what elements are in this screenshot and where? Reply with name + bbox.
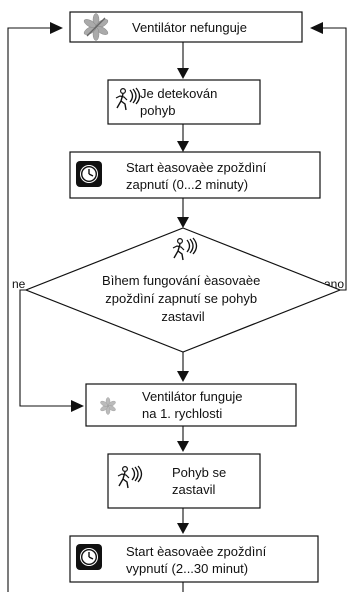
edge-label-no: ne [12, 277, 26, 291]
node-fan-speed1: Ventilátor funguje na 1. rychlosti [85, 383, 297, 427]
line-2: zastavil [172, 482, 215, 497]
node-start-off-delay-text: Start èasovaèe zpoždìní vypnutí (2...30 … [126, 544, 270, 576]
motion-sensor-icon [115, 87, 141, 111]
line-1: Bìhem fungování èasovaèe [102, 273, 260, 288]
line-2: pohyb [140, 103, 175, 118]
node-fan-speed1-text: Ventilátor funguje na 1. rychlosti [142, 389, 246, 421]
timer-icon [76, 161, 102, 187]
edge-no-to-speed1 [19, 289, 76, 407]
arrowhead [177, 441, 189, 452]
motion-sensor-icon [172, 237, 198, 261]
node-decision-text: Bìhem fungování èasovaèe zpoždìní zapnut… [102, 273, 264, 324]
node-start-on-delay: Start èasovaèe zpoždìní zapnutí (0...2 m… [69, 151, 321, 199]
line-1: Pohyb se [172, 465, 226, 480]
decision-diamond [24, 227, 342, 353]
line-1: Start èasovaèe zpoždìní [126, 544, 267, 559]
arrowhead [310, 22, 323, 34]
edge-yes-to-fanoff [318, 27, 347, 291]
node-fan-off-label: Ventilátor nefunguje [132, 20, 247, 35]
arrowhead [177, 141, 189, 152]
node-fan-off: Ventilátor nefunguje [69, 11, 303, 43]
node-motion-stopped-text: Pohyb se zastavil [172, 465, 230, 497]
node-motion-stopped: Pohyb se zastavil [107, 453, 261, 509]
line-1: Start èasovaèe zpoždìní [126, 160, 267, 175]
edge-loop-to-fanoff [7, 27, 54, 592]
fan-icon [83, 13, 109, 41]
line-3: zastavil [161, 309, 204, 324]
arrowhead [177, 68, 189, 79]
line-2: vypnutí (2...30 minut) [126, 561, 248, 576]
line-1: Ventilátor funguje [142, 389, 242, 404]
arrowhead [177, 523, 189, 534]
node-decision: Bìhem fungování èasovaèe zpoždìní zapnut… [24, 227, 342, 353]
motion-sensor-icon [117, 465, 143, 489]
line-2: na 1. rychlosti [142, 406, 222, 421]
arrowhead [50, 22, 63, 34]
fan-icon [100, 397, 116, 415]
arrowhead [71, 400, 84, 412]
line-2: zapnutí (0...2 minuty) [126, 177, 248, 192]
node-motion-detected-text: Je detekován pohyb [140, 86, 221, 118]
node-motion-detected: Je detekován pohyb [107, 79, 261, 125]
node-start-on-delay-text: Start èasovaèe zpoždìní zapnutí (0...2 m… [126, 160, 270, 192]
arrowhead [177, 217, 189, 228]
line-1: Je detekován [140, 86, 217, 101]
timer-icon [76, 544, 102, 570]
line-2: zpoždìní zapnutí se pohyb [105, 291, 257, 306]
arrowhead [177, 371, 189, 382]
node-start-off-delay: Start èasovaèe zpoždìní vypnutí (2...30 … [69, 535, 319, 583]
